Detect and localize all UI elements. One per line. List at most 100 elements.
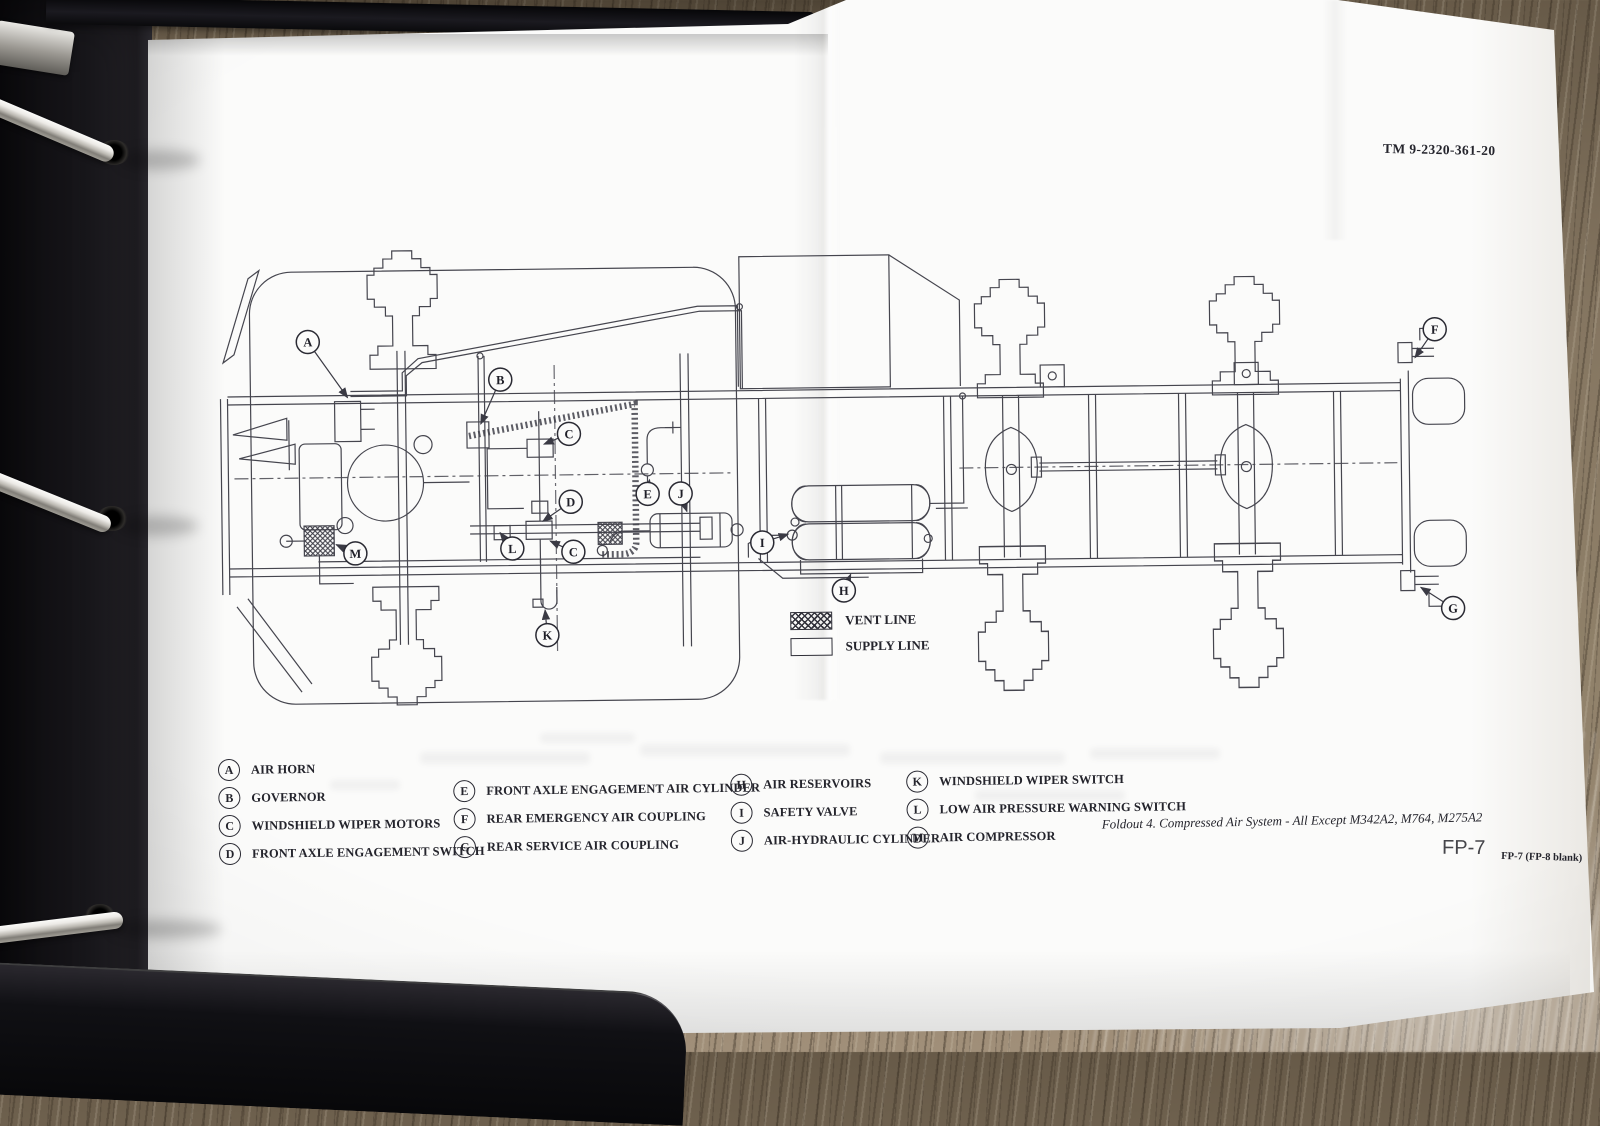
callout-c: C <box>544 422 581 445</box>
legend-label: REAR SERVICE AIR COUPLING <box>487 837 679 854</box>
legend-item-a: A AIR HORN <box>218 753 484 784</box>
differential <box>985 427 1038 512</box>
svg-text:F: F <box>1431 323 1439 337</box>
legend-label: REAR EMERGENCY AIR COUPLING <box>487 809 706 827</box>
legend-letter-badge: C <box>219 815 241 837</box>
cab-body-outline <box>249 267 740 705</box>
legend-label: WINDSHIELD WIPER MOTORS <box>252 816 441 833</box>
supply-line-swatch <box>790 638 832 657</box>
legend-label: AIR COMPRESSOR <box>940 828 1056 844</box>
rear-crossmember <box>1400 371 1410 573</box>
centerline-vertical <box>554 365 557 651</box>
differential <box>1220 424 1273 509</box>
rear-tow-loop-lower <box>1414 520 1467 567</box>
frame-rails <box>227 383 1402 577</box>
front-axle-air-cylinder <box>641 421 682 485</box>
bed-diagonal <box>889 254 961 387</box>
legend-item-f: F REAR EMERGENCY AIR COUPLING <box>453 802 760 834</box>
svg-text:M: M <box>349 547 361 561</box>
line-type-legend: VENT LINE SUPPLY LINE <box>790 606 930 660</box>
legend-letter-badge: L <box>906 798 928 820</box>
tank-supply-line <box>928 396 967 508</box>
callout-g: G <box>1421 587 1465 620</box>
legend-letter-badge: D <box>219 843 241 865</box>
wheel-assembly <box>371 586 442 705</box>
lower-supply-line <box>318 555 868 584</box>
legend-letter-badge: G <box>454 836 476 858</box>
callout-a: A <box>296 330 347 398</box>
legend-label: AIR HORN <box>251 761 316 777</box>
callout-d: D <box>543 490 583 521</box>
vent-line-row: VENT LINE <box>790 606 929 634</box>
legend-letter-badge: F <box>453 808 475 830</box>
svg-text:C: C <box>564 427 573 441</box>
legend-item-k: K WINDSHIELD WIPER SWITCH <box>906 764 1186 795</box>
centerline <box>234 463 1397 479</box>
legend-item-d: D FRONT AXLE ENGAGEMENT SWITCH <box>219 837 485 868</box>
legend-label: GOVERNOR <box>251 789 326 805</box>
legend-label: FRONT AXLE ENGAGEMENT SWITCH <box>252 843 485 861</box>
svg-text:B: B <box>496 373 505 387</box>
page-content: TM 9-2320-361-20 <box>0 0 1600 1062</box>
legend-column-1: A AIR HORN B GOVERNOR C WINDSHIELD WIPER… <box>218 753 485 868</box>
legend-letter-badge: M <box>907 826 929 848</box>
legend-item-c: C WINDSHIELD WIPER MOTORS <box>219 809 485 840</box>
legend-letter-badge: K <box>906 770 928 792</box>
legend-column-4: K WINDSHIELD WIPER SWITCH L LOW AIR PRES… <box>906 764 1186 851</box>
svg-text:C: C <box>569 545 578 559</box>
ring-shadow <box>112 920 222 938</box>
legend-label: WINDSHIELD WIPER SWITCH <box>939 772 1124 789</box>
legend-label: LOW AIR PRESSURE WARNING SWITCH <box>939 799 1186 817</box>
svg-text:A: A <box>303 335 312 349</box>
legend-column-2: E FRONT AXLE ENGAGEMENT AIR CYLINDER F R… <box>453 774 761 862</box>
page-number-note: FP-7 (FP-8 blank) <box>1501 851 1582 864</box>
legend-letter-badge: H <box>730 774 752 796</box>
callout-j: J <box>669 482 692 512</box>
supply-run-vertical <box>478 356 487 562</box>
page-number: FP-7 <box>1442 837 1485 860</box>
svg-text:G: G <box>1448 601 1458 615</box>
vent-line-swatch <box>790 612 832 631</box>
legend-item-e: E FRONT AXLE ENGAGEMENT AIR CYLINDER <box>453 774 760 806</box>
callout-c: C <box>550 540 585 563</box>
front-lower-diagonal <box>237 598 312 693</box>
callout-e: E <box>636 480 659 506</box>
rear-tow-loop-upper <box>1412 378 1465 425</box>
supply-line-row: SUPPLY LINE <box>790 632 929 660</box>
svg-text:I: I <box>760 536 765 550</box>
air-horn <box>233 401 376 471</box>
legend-label: AIR RESERVOIRS <box>763 776 871 792</box>
svg-text:J: J <box>677 487 683 501</box>
wheel-assembly <box>367 250 438 369</box>
ring-shadow <box>120 150 200 170</box>
supply-line-top <box>349 306 742 397</box>
legend-item-g: G REAR SERVICE AIR COUPLING <box>454 830 761 862</box>
supply-line-label: SUPPLY LINE <box>845 637 929 654</box>
callout-k: K <box>536 610 559 647</box>
windshield-pillar <box>222 271 260 363</box>
svg-text:H: H <box>839 584 849 598</box>
front-bumper <box>220 399 229 595</box>
ring-shadow <box>118 516 198 536</box>
diagram-callouts: A B C D C L M K E J I H F G <box>296 316 1465 649</box>
legend-letter-badge: B <box>218 787 240 809</box>
svg-text:L: L <box>508 542 517 556</box>
svg-text:E: E <box>643 487 652 501</box>
manual-page: TM 9-2320-361-20 <box>0 0 1600 1052</box>
callout-l: L <box>500 532 524 560</box>
svg-text:D: D <box>566 495 575 509</box>
callout-h: H <box>832 574 855 602</box>
vent-line-label: VENT LINE <box>845 612 916 629</box>
legend-letter-badge: E <box>453 780 475 802</box>
air-hydraulic-cylinder <box>597 513 743 556</box>
legend-letter-badge: J <box>731 830 753 852</box>
legend-item-b: B GOVERNOR <box>218 781 484 812</box>
callout-i: I <box>751 531 789 554</box>
legend-letter-badge: A <box>218 759 240 781</box>
wheel-assembly <box>974 279 1045 398</box>
legend-letter-badge: I <box>730 802 752 824</box>
legend-label: FRONT AXLE ENGAGEMENT AIR CYLINDER <box>486 780 760 798</box>
cargo-bed <box>739 255 891 389</box>
legend-label: SAFETY VALVE <box>763 804 857 820</box>
